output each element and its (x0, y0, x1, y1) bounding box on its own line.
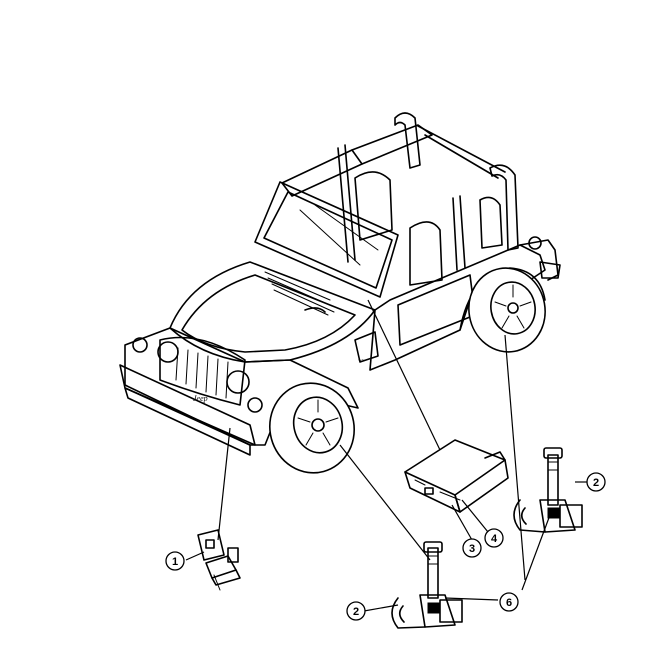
callout-1-label: 1 (172, 556, 178, 568)
callout-1: 1 (165, 551, 185, 571)
callout-6: 6 (499, 592, 519, 612)
seats (354, 171, 503, 286)
tpms-sensor-right (513, 447, 583, 533)
callout-2-right: 2 (586, 472, 606, 492)
callout-6-label: 6 (506, 597, 512, 609)
front-bumper (119, 364, 256, 456)
callout-4: 4 (484, 528, 504, 548)
callout-3: 3 (462, 538, 482, 558)
leader-lines (185, 299, 587, 612)
callout-2-bottom-label: 2 (353, 606, 359, 618)
grille: Jeep (132, 336, 263, 413)
part-3-4-control-module (404, 439, 509, 513)
hood (169, 261, 376, 363)
vehicle-illustration: ~~ Jeep (119, 112, 561, 474)
rear-wheel (459, 267, 546, 353)
callout-2-right-label: 2 (593, 477, 599, 489)
front-wheel (268, 382, 356, 474)
svg-text:~~: ~~ (358, 358, 366, 364)
callout-2-bottom: 2 (346, 601, 366, 621)
callout-3-label: 3 (469, 543, 475, 555)
windshield (254, 181, 399, 298)
tpms-sensor-bottom (391, 541, 463, 629)
callout-4-label: 4 (491, 533, 498, 545)
part-1-sensor-bracket (197, 529, 241, 591)
grille-badge: Jeep (193, 394, 208, 403)
